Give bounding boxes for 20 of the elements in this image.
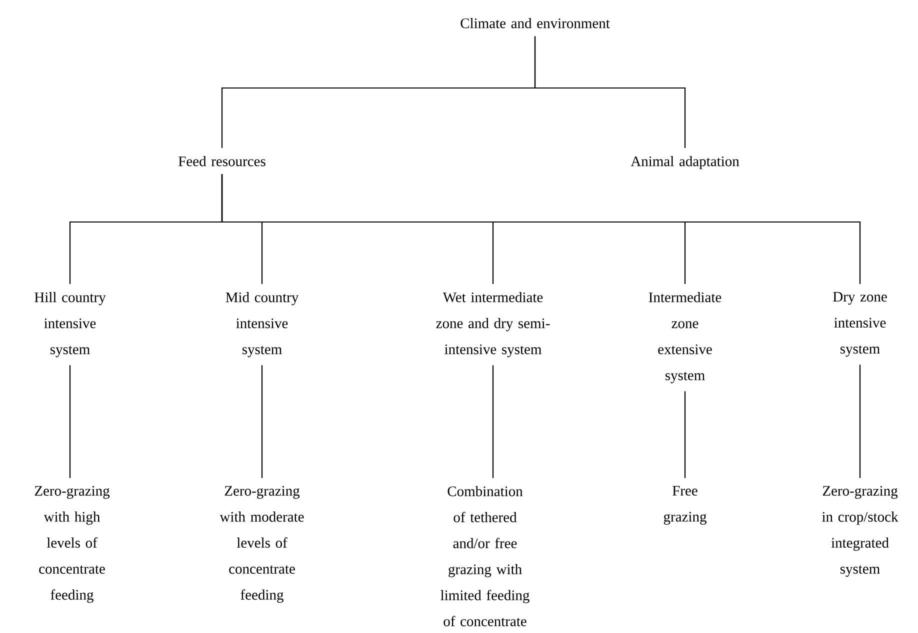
connector-line <box>684 391 686 478</box>
node-label: Zero-grazing with high levels of concentrate feeding <box>34 486 110 603</box>
node-label: Feed resources <box>178 156 266 166</box>
connector-line <box>492 365 494 478</box>
connector-line <box>69 365 71 478</box>
node-label: Wet intermediate zone and dry semi-intensive system <box>436 292 550 358</box>
node-label: Hill country intensive system <box>34 292 106 358</box>
node-label: Animal adaptation <box>630 156 740 170</box>
node-label: Intermediate zone extensive system <box>648 292 722 384</box>
node-label: Mid country intensive system <box>226 292 299 358</box>
connector-line <box>534 36 686 148</box>
node-label: Zero-grazing with moderate levels of concentrate feeding <box>220 486 304 603</box>
node-label: Dry zone intensive system <box>833 292 887 357</box>
node-label: Free grazing <box>664 486 706 525</box>
connector-line <box>261 365 263 478</box>
connector-line <box>221 174 861 284</box>
node-label: Zero-grazing in crop/stock integrated system <box>822 486 898 577</box>
node-label: Combination of tethered and/or free grazing with limited feeding of concentrate <box>440 486 530 626</box>
node-label: Climate and environment <box>460 18 610 28</box>
connector-line <box>859 364 861 478</box>
